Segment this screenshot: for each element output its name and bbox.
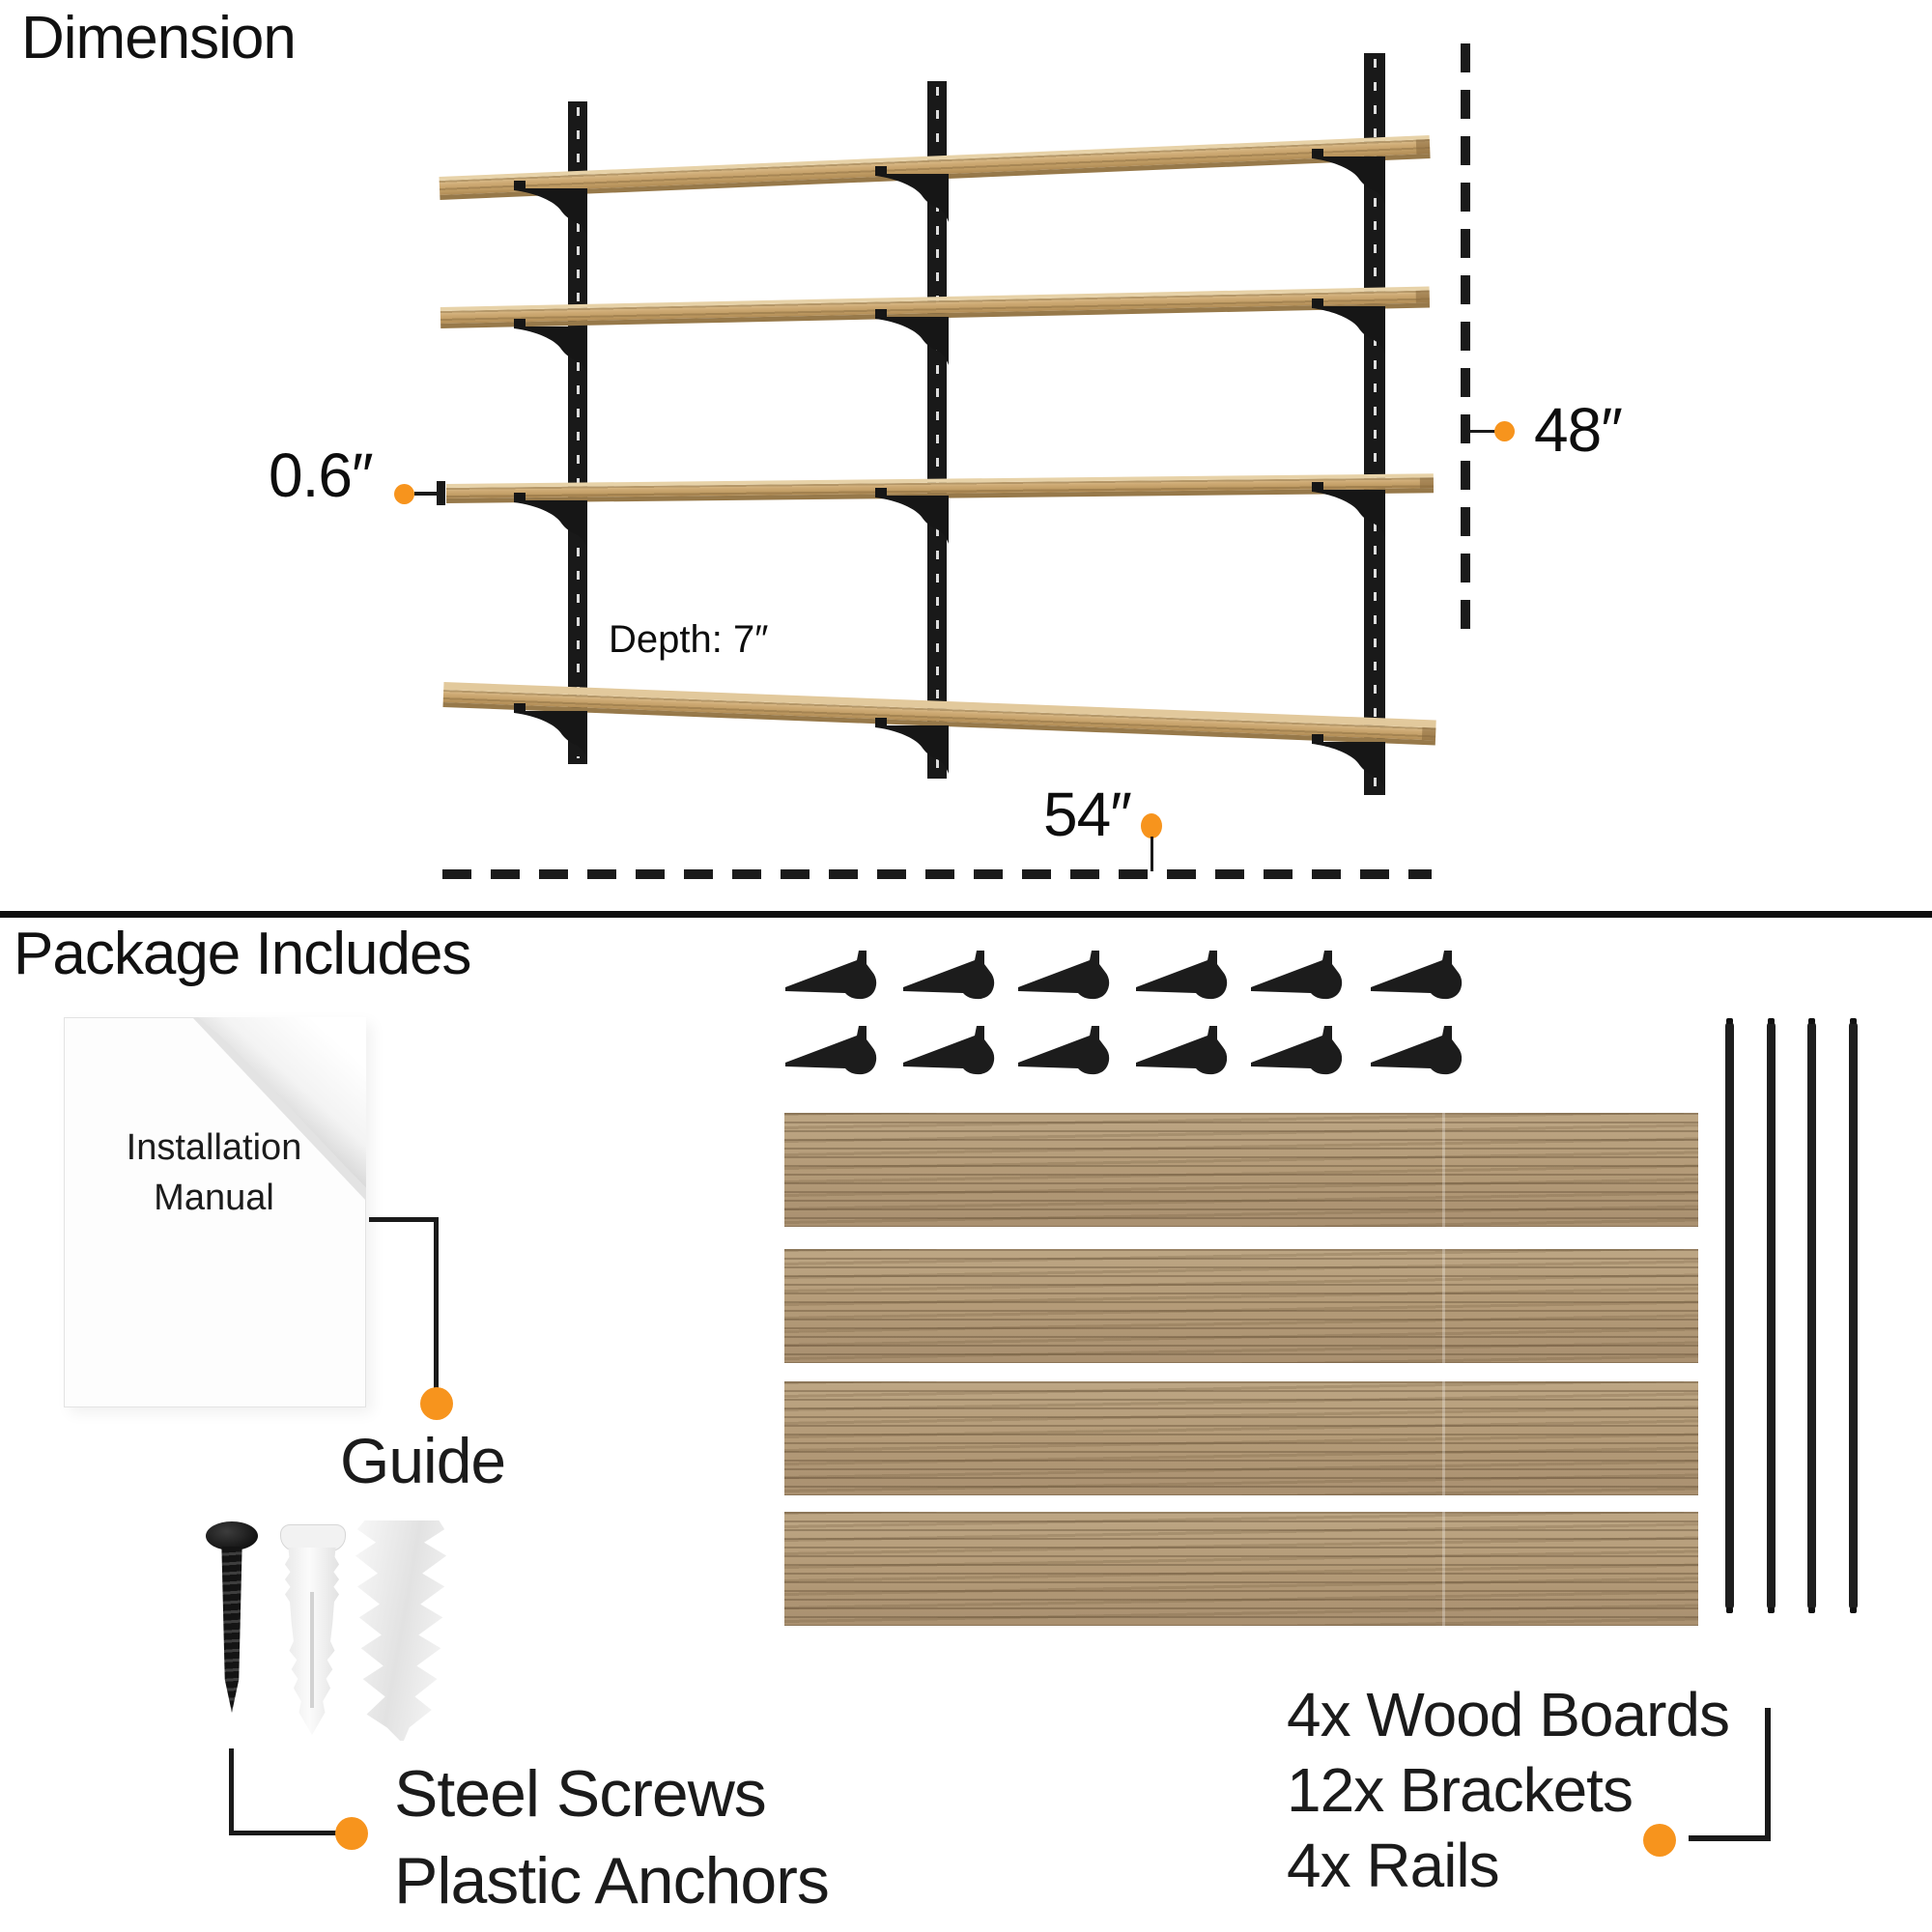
package-wood-board xyxy=(784,1113,1698,1227)
thickness-leader-line xyxy=(414,492,438,496)
fasteners-label-line2: Plastic Anchors xyxy=(394,1844,830,1918)
contents-item: 4x Rails xyxy=(1287,1831,1500,1900)
shelf-bracket-icon xyxy=(1310,147,1385,207)
width-leader-line xyxy=(1151,837,1153,871)
shelf-bracket-icon xyxy=(1310,480,1385,540)
thickness-tick xyxy=(437,481,445,505)
manual-title-line1: Installation xyxy=(126,1127,302,1168)
package-bracket-icon xyxy=(1251,951,1355,1003)
height-dashed-line xyxy=(1461,43,1470,635)
shelf-bracket-icon xyxy=(512,701,587,761)
wall-rail xyxy=(568,101,587,764)
package-bracket-icon xyxy=(1371,1026,1475,1078)
guide-pointer-line xyxy=(434,1217,439,1389)
shelf-bracket-icon xyxy=(512,179,587,239)
wall-rail xyxy=(1364,53,1385,795)
depth-label: Depth: 7″ xyxy=(609,618,769,661)
shelf-bracket-icon xyxy=(1310,732,1385,792)
shelf-bracket-icon xyxy=(1310,297,1385,356)
installation-manual xyxy=(64,1017,366,1407)
package-bracket-icon xyxy=(1251,1026,1355,1078)
package-wood-board xyxy=(784,1381,1698,1495)
package-contents-list: 4x Wood Boards 12x Brackets 4x Rails xyxy=(1287,1677,1730,1903)
guide-label: Guide xyxy=(340,1425,506,1496)
contents-dot xyxy=(1643,1824,1676,1857)
package-bracket-icon xyxy=(1371,951,1475,1003)
thickness-label: 0.6″ xyxy=(269,440,374,510)
package-rail xyxy=(1849,1018,1858,1613)
shelf-bracket-icon xyxy=(873,486,949,546)
rail-slots xyxy=(577,107,580,758)
shelf-bracket-icon xyxy=(873,716,949,776)
package-bracket-icon xyxy=(1136,1026,1240,1078)
shelf-bracket-icon xyxy=(512,317,587,377)
dimension-section-title: Dimension xyxy=(21,5,297,71)
width-label: 54″ xyxy=(1043,780,1132,849)
package-section-title: Package Includes xyxy=(14,921,471,987)
fasteners-pointer-line xyxy=(229,1748,234,1835)
package-wood-board xyxy=(784,1512,1698,1626)
screw-head xyxy=(206,1521,258,1550)
package-rail xyxy=(1725,1018,1734,1613)
contents-pointer-line xyxy=(1689,1835,1771,1841)
fasteners-pointer-line xyxy=(229,1831,339,1835)
package-bracket-icon xyxy=(1018,1026,1122,1078)
guide-pointer-line xyxy=(369,1217,439,1222)
shelf-bracket-icon xyxy=(873,164,949,224)
fasteners-dot xyxy=(335,1817,368,1850)
steel-screw-icon xyxy=(205,1521,259,1738)
package-rail xyxy=(1767,1018,1776,1613)
shelf-bracket-icon xyxy=(512,491,587,551)
height-dot xyxy=(1494,421,1515,441)
height-leader-line xyxy=(1469,430,1496,433)
screw-shaft xyxy=(221,1547,242,1713)
fasteners-label: Steel Screws Plastic Anchors xyxy=(394,1750,830,1924)
package-bracket-icon xyxy=(785,1026,890,1078)
contents-item: 12x Brackets xyxy=(1287,1755,1634,1825)
package-bracket-icon xyxy=(1018,951,1122,1003)
anchor-collar xyxy=(280,1524,346,1551)
package-bracket-icon xyxy=(903,1026,1008,1078)
rail-slots xyxy=(936,87,939,773)
manual-title-line2: Manual xyxy=(154,1178,274,1218)
package-bracket-icon xyxy=(903,951,1008,1003)
rail-slots xyxy=(1374,59,1377,789)
wall-rail xyxy=(927,81,947,779)
contents-pointer-line xyxy=(1765,1708,1771,1841)
guide-dot xyxy=(420,1387,453,1420)
package-bracket-icon xyxy=(785,951,890,1003)
width-dot xyxy=(1141,813,1162,838)
plastic-anchor-icon xyxy=(275,1524,349,1737)
manual-title: Installation Manual xyxy=(64,1122,364,1223)
fasteners-label-line1: Steel Screws xyxy=(394,1757,767,1831)
height-label: 48″ xyxy=(1534,395,1623,465)
package-rail xyxy=(1807,1018,1816,1613)
thickness-dot xyxy=(394,484,414,504)
contents-item: 4x Wood Boards xyxy=(1287,1680,1730,1749)
section-divider xyxy=(0,911,1932,918)
package-wood-board xyxy=(784,1249,1698,1363)
shelf-bracket-icon xyxy=(873,307,949,367)
drywall-anchor-icon xyxy=(355,1520,447,1741)
anchor-slit xyxy=(310,1592,314,1708)
package-bracket-icon xyxy=(1136,951,1240,1003)
width-dashed-line xyxy=(442,869,1432,879)
